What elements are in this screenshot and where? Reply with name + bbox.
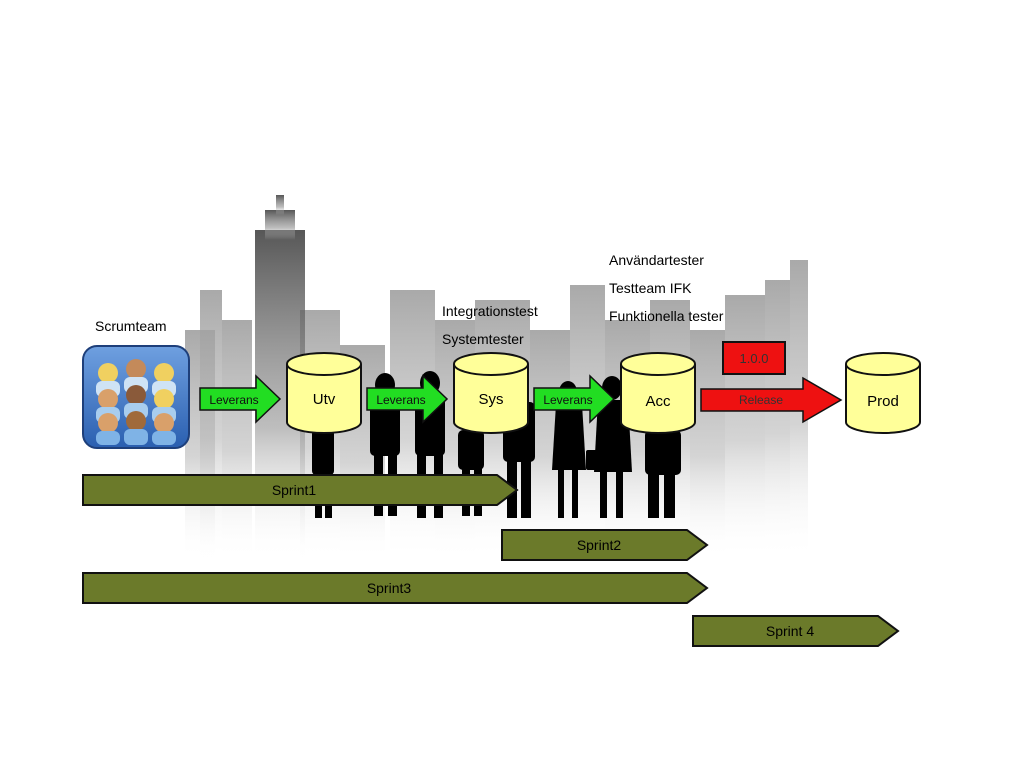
note-systemtester: Systemtester xyxy=(442,331,524,347)
note-integrationstest: Integrationstest xyxy=(442,303,538,319)
leverans-arrow-3: Leverans xyxy=(533,374,616,424)
sprint-label-4: Sprint 4 xyxy=(766,623,814,639)
team-icon xyxy=(82,345,190,449)
sprint-bar-3: Sprint3 xyxy=(82,572,709,604)
sprint-bar-1: Sprint1 xyxy=(82,474,519,506)
release-label: Release xyxy=(739,393,783,407)
leverans-label-1: Leverans xyxy=(209,393,258,407)
version-label: 1.0.0 xyxy=(739,350,769,366)
release-arrow: Release xyxy=(700,376,843,424)
note-testteam-ifk: Testteam IFK xyxy=(609,280,692,296)
note-anvandartester: Användartester xyxy=(609,252,704,268)
cylinder-sys-label: Sys xyxy=(478,391,503,408)
cylinder-acc: Acc xyxy=(620,352,696,434)
cylinder-sys: Sys xyxy=(453,352,529,434)
leverans-label-2: Leverans xyxy=(376,393,425,407)
leverans-arrow-2: Leverans xyxy=(366,374,449,424)
cylinder-prod: Prod xyxy=(845,352,921,434)
scrumteam-label: Scrumteam xyxy=(95,318,167,334)
version-box: 1.0.0 xyxy=(722,341,786,375)
sprint-label-3: Sprint3 xyxy=(367,580,412,596)
sprint-bar-4: Sprint 4 xyxy=(692,615,900,647)
sprint-label-1: Sprint1 xyxy=(272,482,317,498)
leverans-label-3: Leverans xyxy=(543,393,592,407)
cylinder-utv: Utv xyxy=(286,352,362,434)
leverans-arrow-1: Leverans xyxy=(199,374,282,424)
note-funktionella-tester: Funktionella tester xyxy=(609,308,724,324)
sprint-label-2: Sprint2 xyxy=(577,537,622,553)
cylinder-prod-label: Prod xyxy=(867,393,899,410)
cylinder-acc-label: Acc xyxy=(645,393,671,410)
skyline-buildings xyxy=(185,260,808,560)
sprint-bar-2: Sprint2 xyxy=(501,529,709,561)
cylinder-utv-label: Utv xyxy=(313,391,336,408)
